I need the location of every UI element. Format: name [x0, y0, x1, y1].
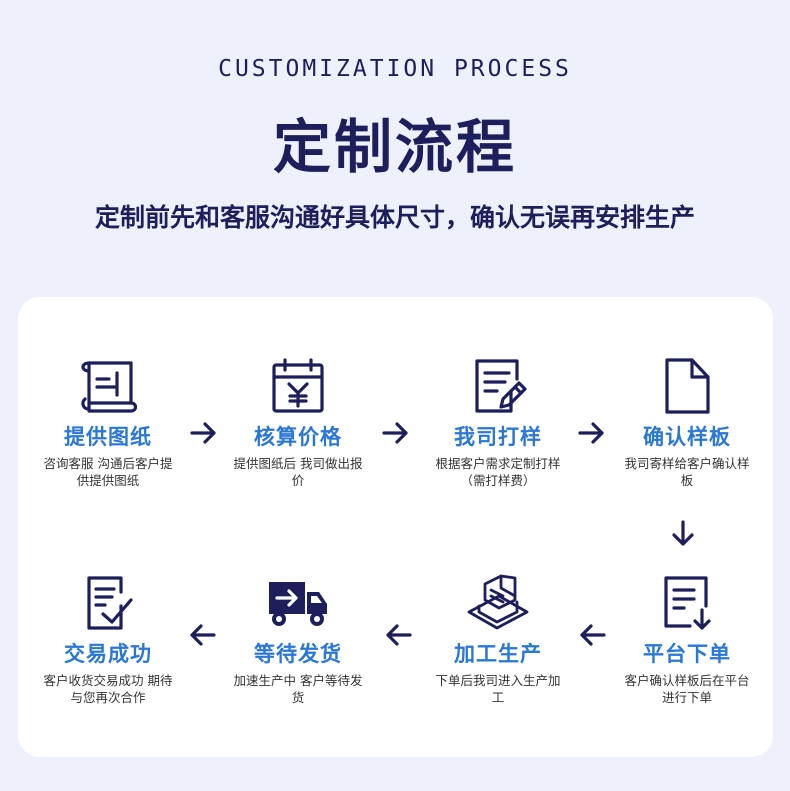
step-label: 平台下单	[643, 642, 731, 666]
step-awaiting-shipment: 等待发货 加速生产中 客户等待发货	[223, 572, 373, 706]
step-label: 确认样板	[643, 425, 731, 449]
english-title: CUSTOMIZATION PROCESS	[218, 56, 572, 82]
arrow-left-icon	[190, 624, 216, 646]
calendar-yen-icon	[272, 358, 324, 413]
checklist-icon	[87, 576, 133, 630]
step-production: 加工生产 下单后我司进入生产加工	[423, 572, 573, 706]
step-place-order: 平台下单 客户确认样板后在平台进行下单	[612, 572, 762, 706]
subtitle: 定制前先和客服沟通好具体尺寸，确认无误再安排生产	[94, 203, 695, 232]
arrow-right-icon	[578, 422, 604, 444]
step-sample-making: 我司打样 根据客户需求定制打样（需打样费）	[423, 355, 573, 489]
form-pen-icon	[475, 359, 527, 413]
arrow-left-icon	[580, 624, 606, 646]
step-label: 我司打样	[454, 425, 542, 449]
step-label: 等待发货	[254, 642, 342, 666]
step-description: 根据客户需求定制打样（需打样费）	[435, 456, 561, 488]
step-deal-success: 交易成功 客户收货交易成功 期待与您再次合作	[33, 572, 183, 706]
step-description: 加速生产中 客户等待发货	[233, 673, 363, 705]
stacked-boxes-icon	[467, 574, 529, 630]
step-confirm-sample: 确认样板 我司寄样给客户确认样板	[612, 355, 762, 489]
step-label: 交易成功	[64, 642, 152, 666]
step-label: 提供图纸	[64, 425, 152, 449]
arrow-left-icon	[386, 624, 412, 646]
delivery-truck-icon	[269, 582, 327, 626]
step-provide-drawing: 提供图纸 咨询客服 沟通后客户提供提供图纸	[33, 355, 183, 489]
list-download-icon	[664, 576, 711, 630]
step-description: 我司寄样给客户确认样板	[624, 456, 750, 488]
process-card: 提供图纸 咨询客服 沟通后客户提供提供图纸 核算价格 提供图纸后 我司做出报价	[18, 297, 773, 757]
step-description: 提供图纸后 我司做出报价	[233, 456, 363, 488]
step-description: 客户确认样板后在平台进行下单	[624, 673, 750, 705]
step-description: 下单后我司进入生产加工	[435, 673, 561, 705]
step-description: 客户收货交易成功 期待与您再次合作	[43, 673, 173, 705]
step-description: 咨询客服 沟通后客户提供提供图纸	[43, 456, 173, 488]
step-label: 核算价格	[254, 425, 342, 449]
page-title: 定制流程	[272, 113, 517, 181]
arrow-right-icon	[382, 422, 408, 444]
arrow-right-icon	[190, 422, 216, 444]
blueprint-scroll-icon	[81, 361, 138, 413]
arrow-down-icon	[672, 520, 694, 546]
document-icon	[665, 358, 710, 414]
step-label: 加工生产	[454, 642, 542, 666]
step-price-check: 核算价格 提供图纸后 我司做出报价	[223, 355, 373, 489]
